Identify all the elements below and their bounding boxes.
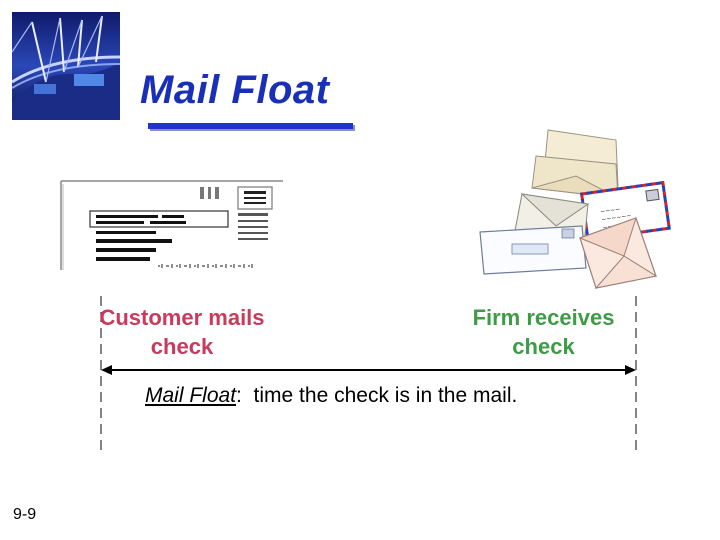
slide-title: Mail Float	[140, 68, 330, 112]
svg-text:~~~~: ~~~~	[600, 206, 621, 216]
definition-term: Mail Float	[145, 384, 237, 407]
check-document-icon	[60, 180, 283, 270]
mail-float-definition: Mail Float: time the check is in the mai…	[145, 384, 517, 408]
svg-text:~~~~~~: ~~~~~~	[601, 212, 632, 223]
envelopes-icon: ~~~~ ~~~~~~ ~~~~~~~	[479, 129, 671, 289]
slide-number: 9-9	[13, 506, 37, 523]
title-underline	[148, 123, 353, 129]
bridge-photo	[12, 12, 120, 120]
customer-mails-check-label: Customer mails check	[99, 305, 265, 359]
definition-text: time the check is in the mail.	[253, 384, 518, 407]
firm-receives-check-label: Firm receives check	[472, 305, 615, 359]
timeline	[100, 296, 637, 450]
definition-separator: :	[236, 384, 254, 407]
